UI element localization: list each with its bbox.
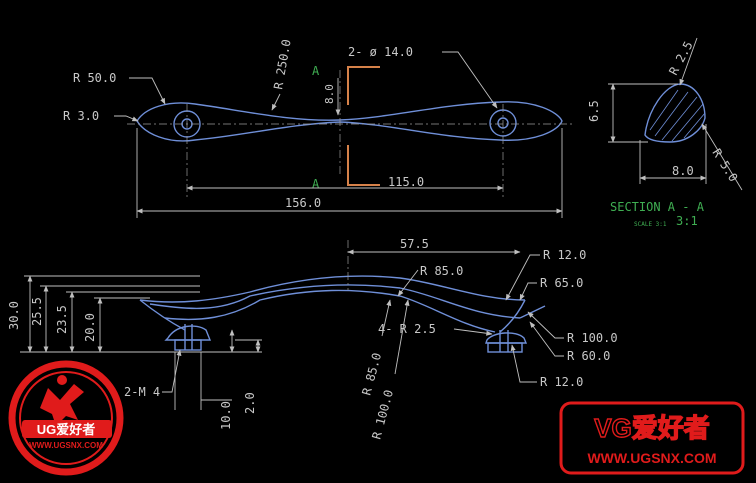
cut-label-top: A	[312, 64, 320, 78]
dim-h23: 23.5	[55, 305, 69, 334]
handle-arc-outer	[139, 275, 526, 303]
boss-right	[485, 330, 528, 353]
section-scale: SCALE 3:1	[634, 221, 667, 228]
dim-r85-top: R 85.0	[420, 264, 463, 278]
dim-thread: 2-M 4	[124, 385, 160, 399]
section-profile	[644, 83, 706, 143]
wm-left-brand: UG爱好者	[37, 422, 96, 437]
wm-left-url: WWW.UGSNX.COM	[29, 441, 103, 450]
dim-waist: 8.0	[323, 84, 336, 104]
dim-overall: 156.0	[285, 196, 321, 210]
dim-r12-bottom: R 12.0	[540, 375, 583, 389]
section-scale-value: 3:1	[676, 214, 698, 228]
dim-boss-10: 10.0	[219, 401, 233, 430]
dim-h30: 30.0	[7, 301, 21, 330]
cut-mark-top	[347, 66, 380, 105]
handle-arc-inner	[149, 284, 521, 319]
dim-sec-width: 8.0	[672, 164, 694, 178]
handle-arc-bottom	[164, 289, 496, 333]
dim-r65: R 65.0	[540, 276, 583, 290]
dim-h25: 25.5	[30, 297, 44, 326]
top-view: A A 8.0 R 50.0 R 3.0 R 250.0 2- ø 14.0 1…	[63, 38, 575, 218]
dim-holes: 2- ø 14.0	[348, 45, 413, 59]
handle-outline-top	[136, 101, 563, 142]
cut-mark-bottom	[347, 145, 380, 186]
section-title: SECTION A - A	[610, 200, 705, 214]
dim-r60: R 60.0	[567, 349, 610, 363]
dim-r3: R 3.0	[63, 109, 99, 123]
side-view: 57.5 R 85.0 R 12.0 R 65.0 4- R 2.5 R 100…	[7, 237, 618, 441]
dim-h20: 20.0	[83, 313, 97, 342]
dim-boss-2: 2.0	[243, 392, 257, 414]
dim-sec-height: 6.5	[587, 100, 601, 122]
dim-fillets: 4- R 2.5	[378, 322, 436, 336]
figure-icon	[40, 384, 84, 426]
cut-label-bottom: A	[312, 177, 320, 191]
dim-hole-spacing: 115.0	[388, 175, 424, 189]
dim-r12-top: R 12.0	[543, 248, 586, 262]
dim-half-span: 57.5	[400, 237, 429, 251]
boss-left	[164, 324, 212, 351]
wm-right-url: WWW.UGSNX.COM	[587, 450, 716, 466]
wm-right-brand: VG爱好者	[594, 413, 710, 443]
watermark-left: UG爱好者 WWW.UGSNX.COM	[8, 360, 124, 476]
dim-r100-right: R 100.0	[567, 331, 618, 345]
watermark-right: VG爱好者 WWW.UGSNX.COM	[559, 401, 745, 475]
dim-r50: R 50.0	[73, 71, 116, 85]
